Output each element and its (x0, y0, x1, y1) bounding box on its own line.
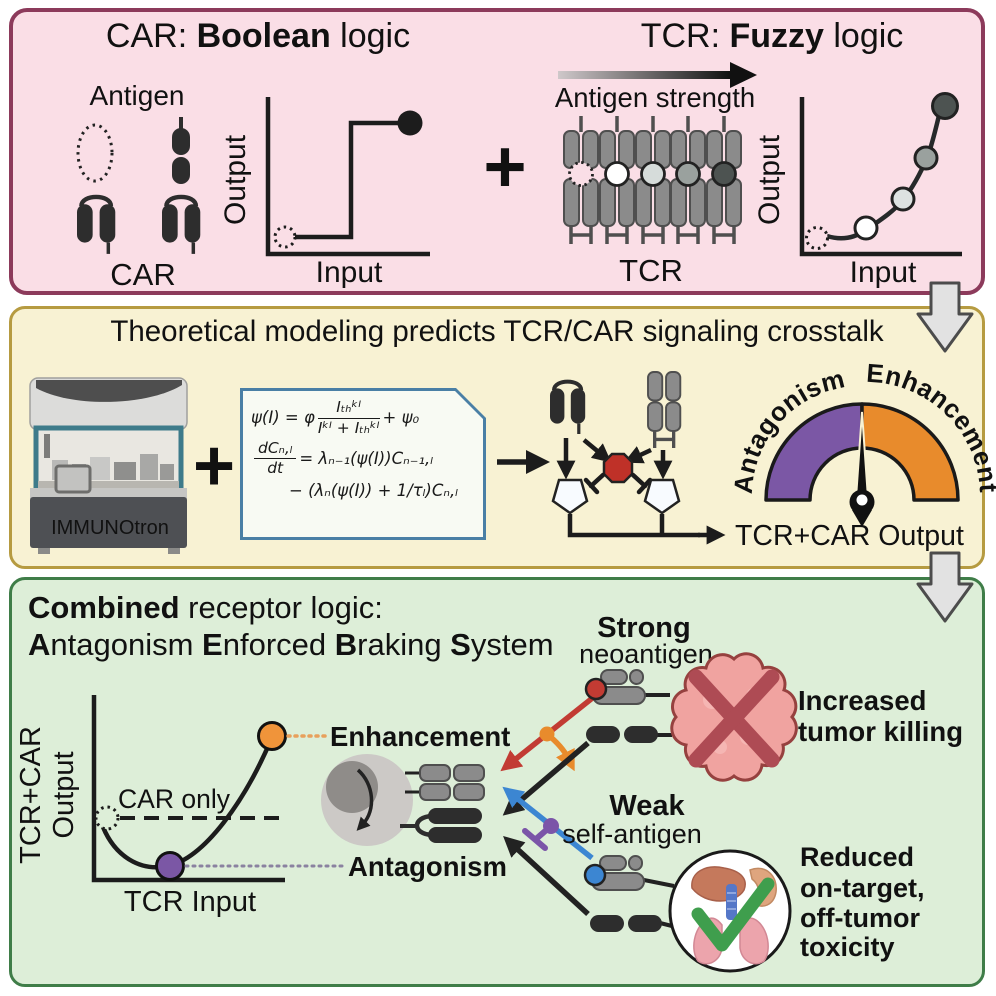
weak-label: Weak (609, 790, 685, 822)
antigen-dose-0 (568, 161, 594, 187)
car-label: CAR (110, 257, 175, 292)
tcr-array (562, 114, 743, 246)
dose-plot-ylabel: Output (753, 134, 786, 225)
aebs-ylabel-1: TCR+CAR (15, 726, 47, 864)
dose-point-0 (805, 226, 829, 250)
panel-receptor-logic (9, 8, 985, 295)
strong-car-antigen-icon (586, 726, 672, 743)
dose-point-1 (853, 215, 879, 241)
car-receptor-icon (550, 382, 585, 434)
machine-label: IMMUNOtron (51, 517, 169, 539)
weak-pmhc-icon (583, 855, 675, 891)
crosstalk-gauge: Antagonism Enhancement (728, 358, 996, 527)
aebs-ylabel-2: Output (48, 751, 80, 838)
tcr-label: TCR (619, 253, 683, 288)
model-title: Theoretical modeling predicts TCR/CAR si… (110, 315, 884, 348)
model-output-label: TCR+CAR Output (735, 520, 964, 552)
self-antigen-label: self-antigen (562, 819, 702, 849)
aebs-title-line1: Combined receptor logic: (28, 590, 383, 625)
enhancement-arrow (545, 731, 575, 772)
car-on-cell-icon (400, 808, 482, 843)
step-plot-ylabel: Output (219, 134, 252, 225)
weak-car-arrow (503, 835, 590, 917)
boolean-title: CAR: Boolean logic (106, 17, 410, 55)
stop-octagon-icon (602, 452, 634, 484)
cross-x-icon (688, 669, 780, 768)
antagonism-inhibitor-icon (522, 818, 559, 851)
combined-output-plot: TCR+CAR Output CAR only Enhancement Anta… (15, 695, 510, 918)
equation-2-continued: − (λₙ(ψ(I)) + 1/τₗ)Cₙ,ₗ (289, 481, 458, 501)
down-arrow-icon (916, 281, 974, 353)
car-receptor-icon (77, 197, 115, 254)
step-plot-xlabel: Input (316, 256, 383, 289)
signaling-network (550, 370, 726, 545)
step-plot: Output Input (219, 97, 430, 289)
antigen-strength-label: Antigen strength (555, 82, 755, 113)
strong-car-arrow (502, 740, 590, 816)
kinase-pentagon-icon (643, 478, 681, 515)
car-receptor-icon (162, 197, 200, 254)
fuzzy-title: TCR: Fuzzy logic (641, 17, 904, 55)
neoantigen-label: neoantigen (579, 639, 713, 669)
aebs-xlabel: TCR Input (124, 886, 256, 918)
aebs-title-line2: Antagonism Enforced Braking System (28, 627, 554, 662)
dose-point-2 (890, 186, 916, 212)
antagonism-label: Antagonism (348, 851, 507, 882)
weak-car-antigen-icon (590, 915, 681, 932)
plus-sign: + (193, 426, 235, 506)
gauge-antagonism-sector (764, 402, 864, 502)
strong-tcr-arrow (500, 689, 602, 772)
antigen-strength-arrow (558, 62, 757, 88)
antagonism-point (155, 851, 185, 881)
check-icon (691, 877, 775, 952)
reduced-label: Reduced (800, 842, 914, 872)
zero-output-point (273, 225, 297, 249)
antigen-dose-1 (604, 161, 630, 187)
no-tcr-point (94, 805, 120, 831)
car-only-label: CAR only (118, 784, 231, 814)
toxicity-line2: off-tumor (800, 903, 920, 933)
gauge-enhancement-sector (860, 402, 960, 502)
strong-pmhc-icon (584, 669, 670, 705)
antigen-dose-2 (640, 161, 666, 187)
kinase-pentagon-icon (551, 478, 589, 515)
predict-arrow-icon (497, 450, 550, 474)
liver-icon (691, 866, 746, 902)
antigen-dose-4 (711, 161, 737, 187)
enhancement-label: Enhancement (330, 721, 510, 752)
dose-point-3 (913, 145, 939, 171)
strong-label: Strong (597, 612, 690, 644)
tcr-receptor-icon (646, 370, 682, 450)
immunotron-machine: IMMUNOtron (29, 377, 188, 554)
t-cell (321, 754, 485, 846)
toxicity-line1: on-target, (800, 873, 925, 903)
full-output-point (397, 110, 423, 136)
antigen-label: Antigen (90, 80, 185, 111)
antigen-present-icon (172, 117, 190, 184)
dose-response-plot: Output Input (753, 92, 962, 289)
tumor-killing-label: tumor killing (798, 716, 963, 747)
dose-plot-xlabel: Input (850, 256, 917, 289)
tumor-icon (670, 652, 798, 782)
tcr-on-cell-icon (419, 764, 485, 801)
panel-aebs (9, 577, 985, 987)
down-arrow-icon (916, 551, 974, 623)
increased-label: Increased (798, 685, 926, 716)
antigen-absent-icon (76, 123, 114, 183)
enhancement-point (257, 721, 287, 751)
antigen-dose-3 (675, 161, 701, 187)
dose-point-4 (931, 92, 959, 120)
toxicity-line3: toxicity (800, 932, 895, 962)
plus-sign: + (483, 125, 526, 208)
healthy-organs-icon (668, 849, 792, 973)
